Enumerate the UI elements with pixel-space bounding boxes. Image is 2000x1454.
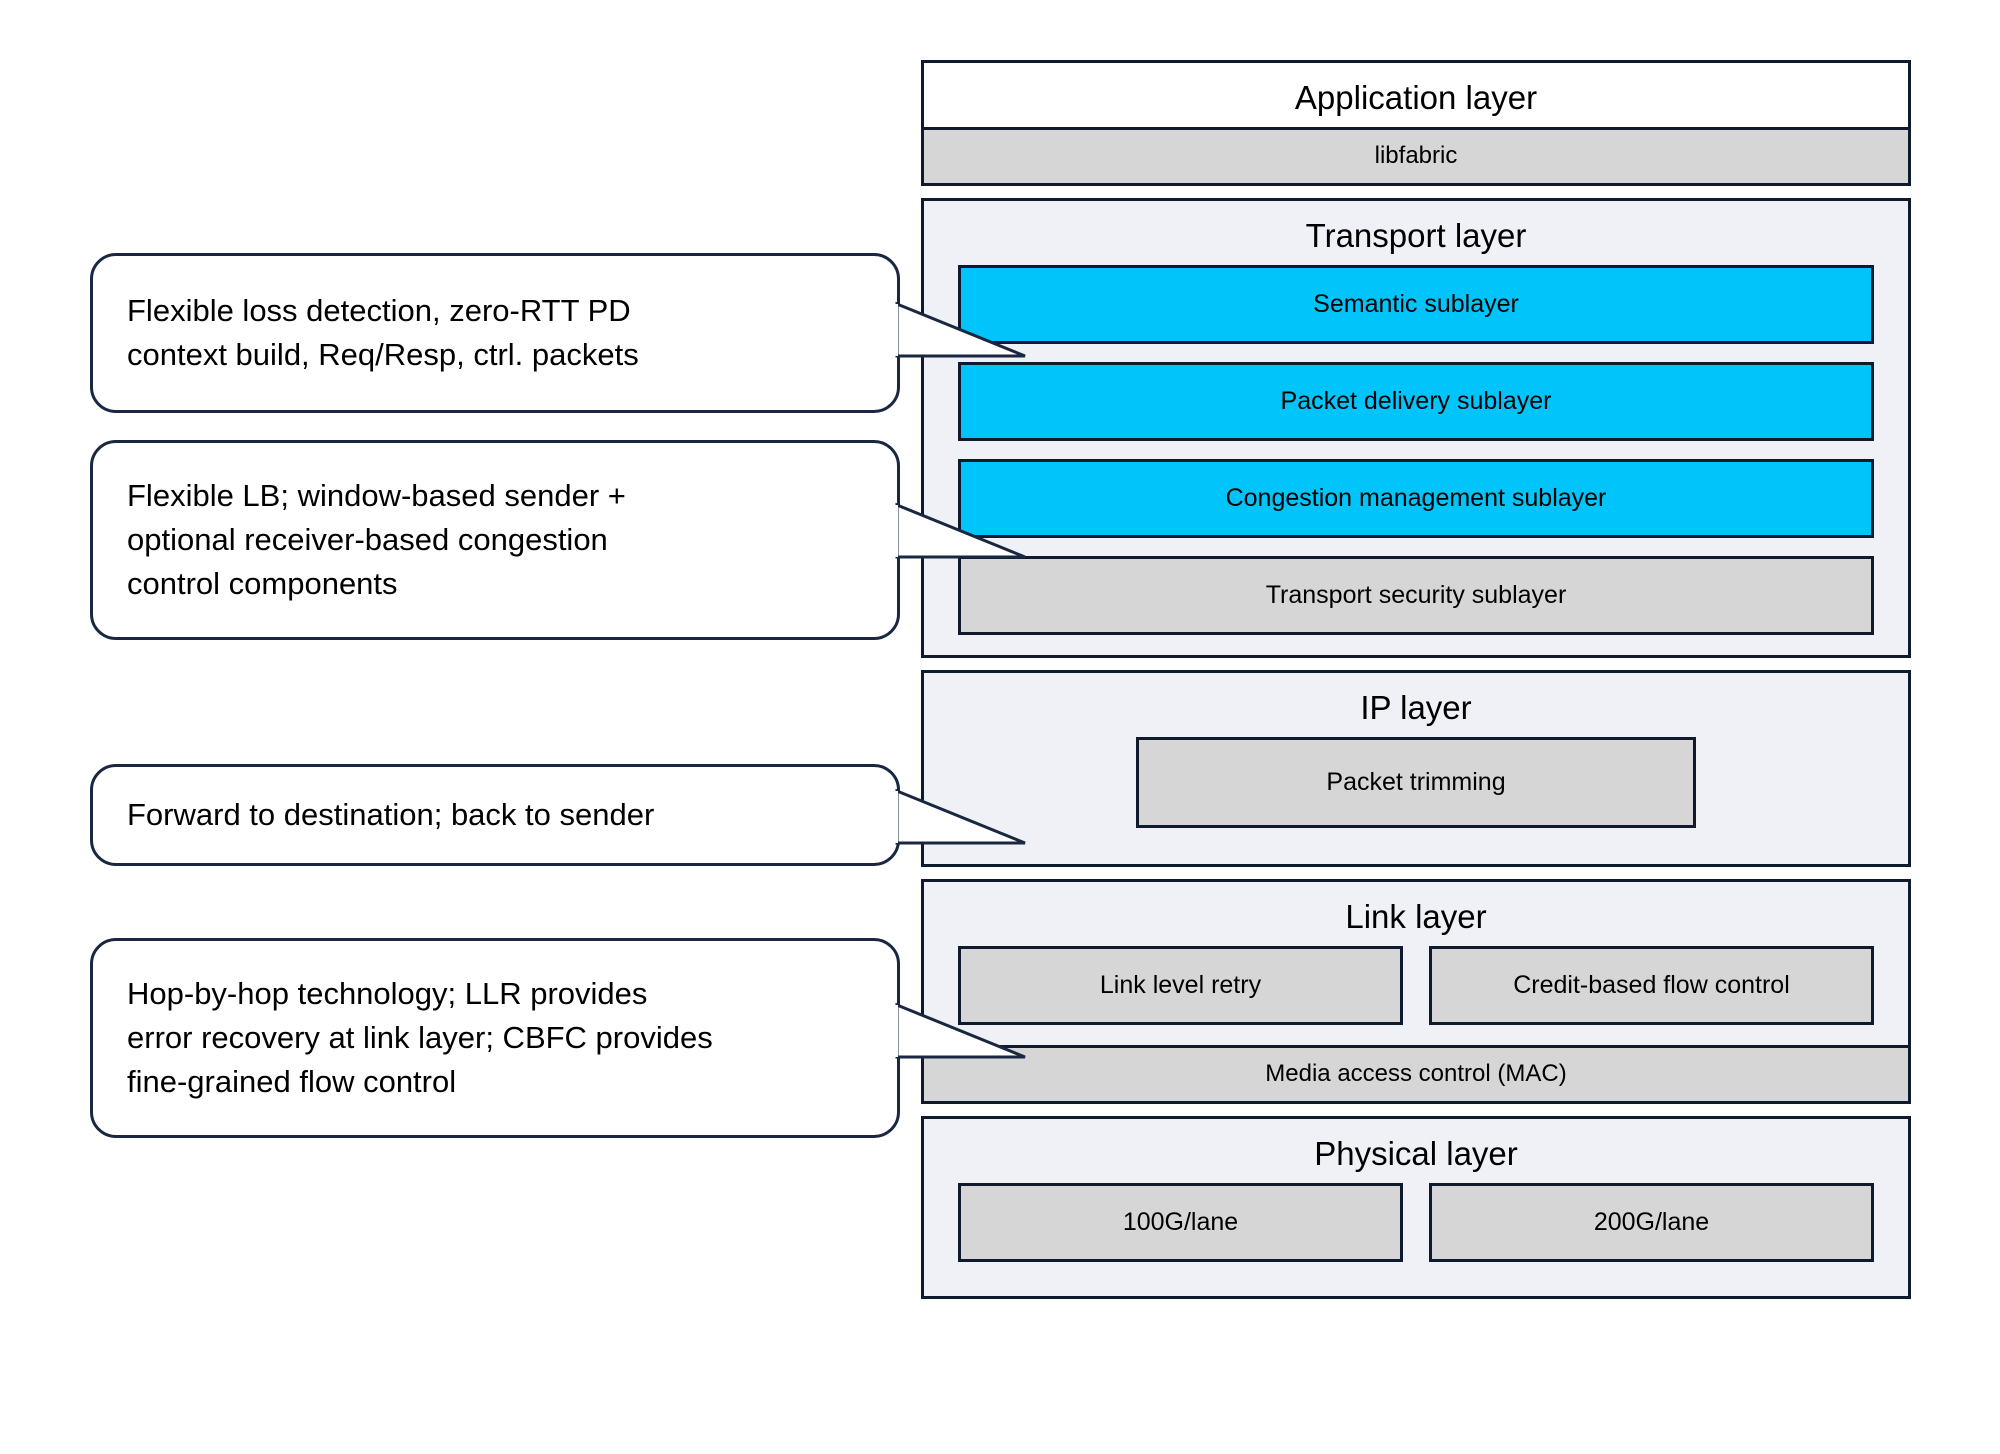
callout-congestion: Flexible LB; window-based sender + optio…: [90, 440, 1026, 640]
sublayer-semantic: Semantic sublayer: [958, 264, 1874, 344]
link-sublayer-group: Link level retry Credit-based flow contr…: [924, 945, 1908, 1045]
transport-layer: Transport layer Semantic sublayer Packet…: [921, 197, 1911, 658]
callout-ip: Forward to destination; back to sender: [90, 764, 1026, 866]
callout-congestion-text: Flexible LB; window-based sender + optio…: [127, 477, 626, 601]
sublayer-transport-security: Transport security sublayer: [958, 555, 1874, 635]
sublayer-credit-based-flow-control: Credit-based flow control: [1429, 945, 1874, 1025]
mac-bar: Media access control (MAC): [924, 1044, 1908, 1101]
physical-sublayer-group: 100G/lane 200G/lane: [924, 1182, 1908, 1296]
ip-sublayer-group: Packet trimming: [924, 736, 1908, 864]
sublayer-packet-trimming: Packet trimming: [1136, 736, 1696, 828]
libfabric-bar: libfabric: [924, 126, 1908, 183]
transport-sublayer-group: Semantic sublayer Packet delivery sublay…: [924, 264, 1908, 655]
callout-link: Hop-by-hop technology; LLR provides erro…: [90, 938, 1026, 1138]
link-layer-title: Link layer: [1345, 897, 1487, 935]
ip-layer: IP layer Packet trimming: [921, 669, 1911, 867]
sublayer-congestion-management: Congestion management sublayer: [958, 458, 1874, 538]
sublayer-200g-lane: 200G/lane: [1429, 1182, 1874, 1262]
callout-link-text: Hop-by-hop technology; LLR provides erro…: [127, 975, 713, 1099]
ip-layer-title: IP layer: [1360, 688, 1472, 726]
physical-layer-title: Physical layer: [1314, 1134, 1518, 1172]
application-layer-title: Application layer: [1294, 79, 1538, 116]
callout-ip-text: Forward to destination; back to sender: [127, 796, 655, 832]
sublayer-100g-lane: 100G/lane: [958, 1182, 1403, 1262]
sublayer-link-level-retry: Link level retry: [958, 945, 1403, 1025]
sublayer-packet-delivery: Packet delivery sublayer: [958, 361, 1874, 441]
callout-semantic-text: Flexible loss detection, zero-RTT PD con…: [127, 292, 639, 372]
callout-semantic: Flexible loss detection, zero-RTT PD con…: [90, 253, 1026, 413]
transport-layer-title: Transport layer: [1305, 216, 1527, 254]
application-layer: Application layer libfabric: [921, 60, 1911, 186]
protocol-stack: Application layer libfabric Transport la…: [921, 60, 1911, 1299]
link-layer: Link layer Link level retry Credit-based…: [921, 878, 1911, 1104]
physical-layer: Physical layer 100G/lane 200G/lane: [921, 1115, 1911, 1299]
